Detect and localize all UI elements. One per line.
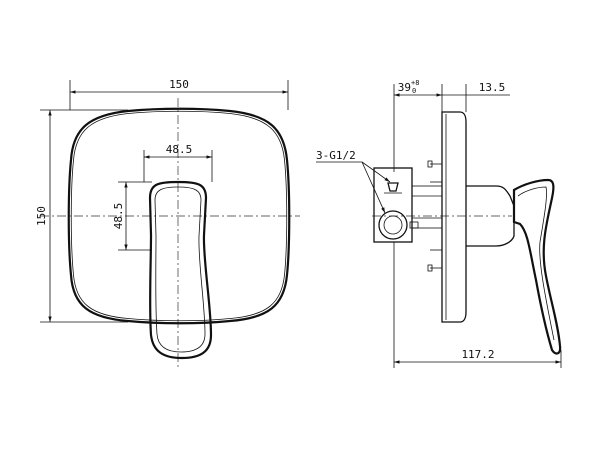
depth-tolerance-upper: +8: [411, 79, 419, 87]
handle-height-dimension-label: 48.5: [112, 203, 125, 230]
handle-lever: [148, 180, 213, 360]
faceplate-inner-edge: [70, 110, 288, 322]
side-handle-lever-edge: [517, 186, 555, 341]
stud-top-upper-nut: [427, 160, 433, 168]
valve-cartridge: [411, 185, 443, 229]
depth-tolerance-lower: 0: [412, 87, 416, 95]
side-view: 39 +8 0 13.5 3-G1/2 117.2: [316, 79, 562, 368]
outlet-port-outer: [378, 210, 408, 240]
outlet-port-inner: [383, 215, 403, 235]
side-handle-neck: [466, 185, 515, 247]
handle-lever-highlight: [154, 186, 206, 353]
stud-bottom-lower-nut: [427, 264, 433, 272]
thread-callout-label: 3-G1/2: [316, 149, 356, 162]
thread-callout-leader-top: [361, 161, 391, 183]
faceplate-outline: [67, 107, 291, 325]
handle-width-dimension-label: 48.5: [166, 143, 193, 156]
width-dimension-label: 150: [169, 78, 189, 91]
plate-dimension-label: 13.5: [479, 81, 506, 94]
front-view: 150 150 48.5 48.5: [35, 78, 300, 370]
side-port-stub: [409, 221, 419, 229]
total-dimension-label: 117.2: [461, 348, 494, 361]
thread-callout-leader-bottom: [361, 161, 386, 214]
inlet-port-top: [387, 182, 399, 192]
side-plate: [441, 111, 467, 323]
height-dimension-label: 150: [35, 206, 48, 226]
side-handle-lever: [512, 178, 562, 355]
depth-dimension-label: 39: [398, 81, 411, 94]
